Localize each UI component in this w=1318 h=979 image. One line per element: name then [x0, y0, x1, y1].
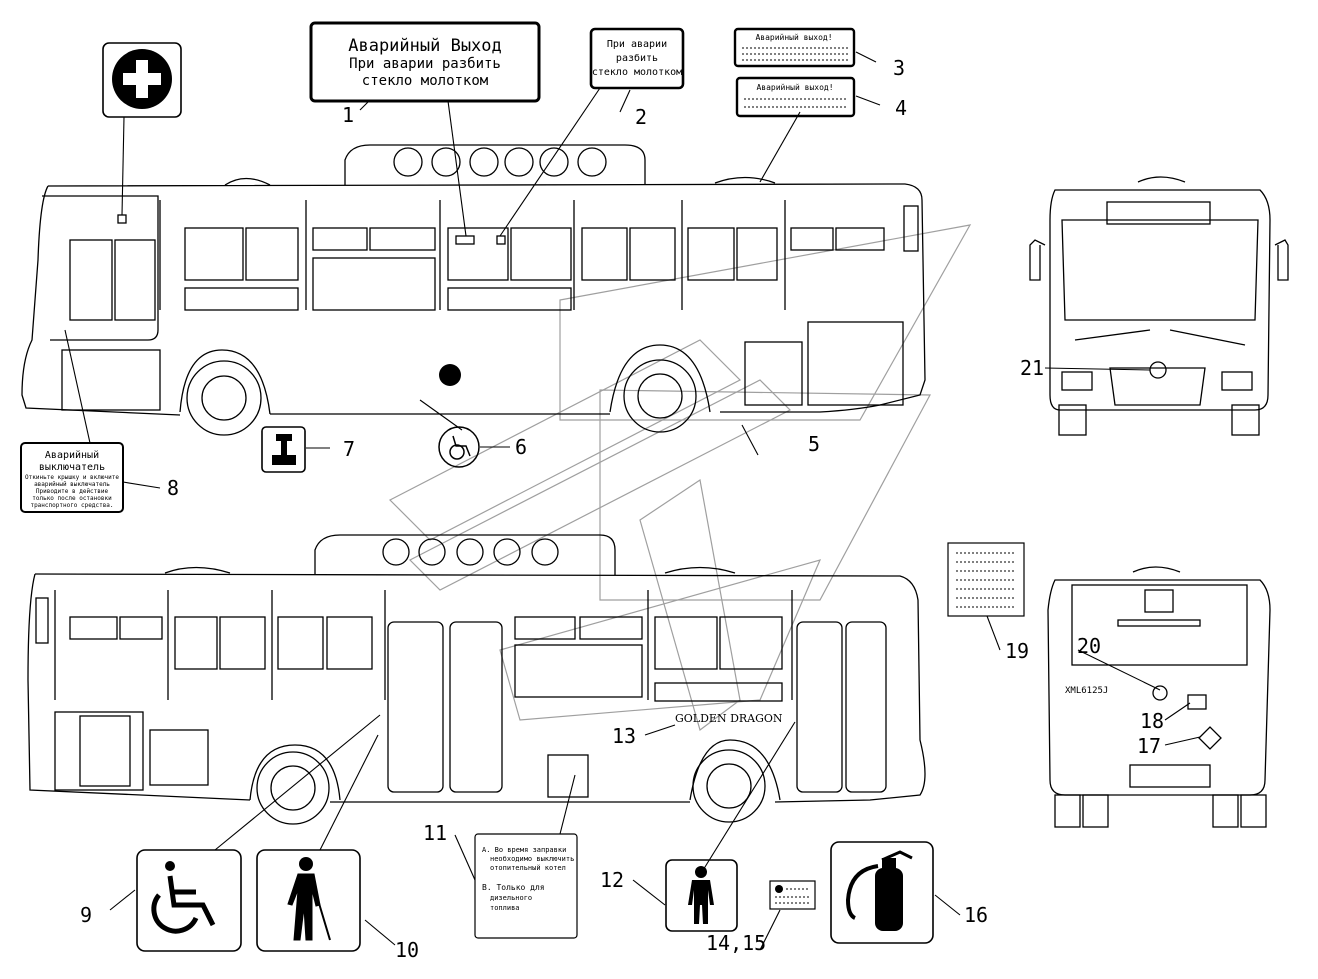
callout-19: 19 — [1005, 639, 1029, 663]
hammer-icon — [272, 434, 296, 465]
sign8-line5: транспортного средства. — [30, 502, 113, 509]
bus-side-view-right — [21, 144, 926, 436]
wheelchair-icon — [151, 861, 216, 934]
callout-17: 17 — [1137, 734, 1161, 758]
callout-2: 2 — [635, 105, 647, 129]
fire-extinguisher-icon — [845, 850, 913, 931]
sign-19 — [947, 542, 1025, 617]
wheelchair-icon — [449, 444, 465, 460]
callout-13: 13 — [612, 724, 636, 748]
callout-11: 11 — [423, 821, 447, 845]
callout-10: 10 — [395, 938, 419, 962]
walking-person-sign — [256, 849, 361, 952]
callout-9: 9 — [80, 903, 92, 927]
sign8-line2: аварийный выключатель — [34, 481, 110, 488]
sign8-line3: Приводите в действие — [36, 488, 109, 495]
leader-lines — [64, 51, 1201, 951]
first-aid-sign — [102, 42, 182, 118]
sign11-a3: отопительный котел — [490, 864, 566, 872]
fueling-sign: A. Во время заправки необходимо выключит… — [474, 833, 578, 939]
callout-21: 21 — [1020, 356, 1044, 380]
small-sign-line1: При аварии — [607, 39, 667, 50]
wheelchair-sign — [136, 849, 242, 952]
walking-person-icon — [287, 857, 331, 941]
sign11-b2: дизельного — [490, 894, 532, 902]
bus-front-view — [1029, 176, 1289, 436]
emergency-exit-line1: При аварии разбить — [349, 56, 501, 72]
callout-4: 4 — [895, 96, 907, 120]
callout-14-15: 14,15 — [706, 931, 766, 955]
sign11-b1: B. Только для — [482, 883, 545, 892]
sign3-title: Аварийный выход! — [755, 33, 832, 42]
hammer-sign — [261, 426, 306, 473]
bus-side-view-left — [27, 534, 926, 825]
callout-7: 7 — [343, 437, 355, 461]
watermark-logo — [388, 224, 972, 732]
emergency-exit-title: Аварийный Выход — [348, 36, 502, 56]
small-sign-line2: разбить — [616, 52, 658, 64]
callout-8: 8 — [167, 476, 179, 500]
fire-extinguisher-sign — [830, 841, 934, 944]
sign11-a1: A. Во время заправки — [482, 846, 566, 854]
emergency-switch-sign: Аварийный выключатель Откиньте крышку и … — [20, 442, 124, 513]
sign11-a2: необходимо выключить — [490, 855, 574, 863]
standing-person-sign — [665, 859, 738, 932]
callout-12: 12 — [600, 868, 624, 892]
sign-3: Аварийный выход! — [733, 27, 856, 68]
callout-labels: 1 2 3 4 5 6 7 8 9 10 11 12 13 14,15 16 1… — [80, 56, 1164, 962]
bus-rear-view — [1047, 566, 1271, 828]
callout-5: 5 — [808, 432, 820, 456]
callout-3: 3 — [893, 56, 905, 80]
small-sign-line3: стекло молотком — [592, 67, 682, 78]
sign8-title2: выключатель — [39, 462, 105, 473]
emergency-exit-sign-small: При аварии разбить стекло молотком — [589, 27, 685, 90]
sign4-title: Аварийный выход! — [756, 83, 833, 92]
callout-20: 20 — [1077, 634, 1101, 658]
emergency-exit-sign-large: Аварийный Выход При аварии разбить стекл… — [309, 21, 541, 103]
standing-person-icon — [688, 866, 714, 924]
callout-1: 1 — [342, 103, 354, 127]
rear-model-text: XML6125J — [1065, 686, 1108, 696]
wheelchair-sign-small — [438, 426, 480, 468]
emergency-exit-line2: стекло молотком — [362, 73, 489, 89]
sign8-title1: Аварийный — [45, 449, 99, 461]
sign-14-15 — [769, 880, 816, 910]
sign-4: Аварийный выход! — [735, 76, 856, 118]
callout-18: 18 — [1140, 709, 1164, 733]
sign8-line4: только после остановки — [32, 495, 112, 502]
brand-text: GOLDEN DRAGON — [675, 712, 783, 725]
callout-16: 16 — [964, 903, 988, 927]
sign11-b3: топлива — [490, 904, 520, 912]
sign8-line1: Откиньте крышку и включите — [25, 474, 119, 481]
fuel-cap-black — [439, 364, 461, 386]
callout-6: 6 — [515, 435, 527, 459]
